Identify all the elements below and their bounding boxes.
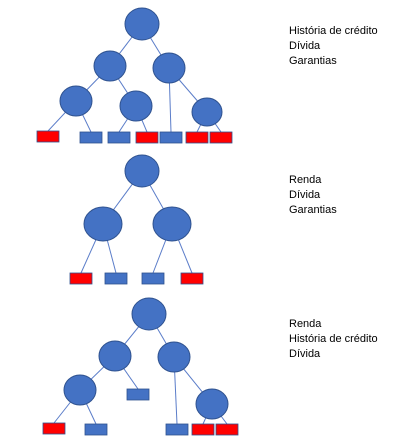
tree-node bbox=[131, 297, 167, 331]
tree-2 bbox=[69, 154, 204, 285]
feature-label: História de crédito bbox=[289, 333, 378, 345]
tree-node bbox=[93, 50, 127, 82]
leaf-red bbox=[42, 422, 66, 435]
tree-node bbox=[98, 340, 132, 372]
feature-label: Garantias bbox=[289, 204, 337, 216]
feature-label: História de crédito bbox=[289, 25, 378, 37]
tree-2-features: Renda Dívida Garantias bbox=[289, 173, 337, 218]
feature-label: Renda bbox=[289, 318, 322, 330]
tree-node bbox=[152, 206, 192, 242]
leaf-red bbox=[191, 423, 215, 436]
leaf-blue bbox=[141, 272, 165, 285]
tree-node bbox=[191, 97, 223, 127]
feature-label: Renda bbox=[289, 174, 322, 186]
leaf-blue bbox=[159, 131, 183, 144]
tree-node bbox=[119, 90, 153, 122]
leaf-red bbox=[215, 423, 239, 436]
leaf-blue bbox=[107, 131, 131, 144]
leaf-red bbox=[185, 131, 209, 144]
feature-label: Dívida bbox=[289, 189, 321, 201]
tree-node bbox=[152, 52, 186, 84]
leaf-blue bbox=[84, 423, 108, 436]
leaf-red bbox=[209, 131, 233, 144]
tree-node bbox=[124, 154, 160, 188]
leaf-blue bbox=[79, 131, 103, 144]
tree-1-features: História de crédito Dívida Garantias bbox=[289, 24, 378, 69]
leaf-blue bbox=[126, 388, 150, 401]
feature-label: Dívida bbox=[289, 40, 321, 52]
tree-node bbox=[157, 341, 191, 373]
leaf-red bbox=[69, 272, 93, 285]
feature-label: Garantias bbox=[289, 55, 337, 67]
leaf-red bbox=[180, 272, 204, 285]
leaf-blue bbox=[165, 423, 189, 436]
tree-1 bbox=[36, 7, 233, 144]
tree-3-features: Renda História de crédito Dívida bbox=[289, 317, 378, 362]
leaf-red bbox=[135, 131, 159, 144]
tree-3 bbox=[42, 297, 239, 436]
tree-node bbox=[63, 374, 97, 406]
leaf-red bbox=[36, 130, 60, 143]
tree-node bbox=[195, 388, 229, 420]
tree-node bbox=[59, 85, 93, 117]
leaf-blue bbox=[104, 272, 128, 285]
feature-label: Dívida bbox=[289, 348, 321, 360]
tree-node bbox=[83, 206, 123, 242]
tree-node bbox=[124, 7, 160, 41]
